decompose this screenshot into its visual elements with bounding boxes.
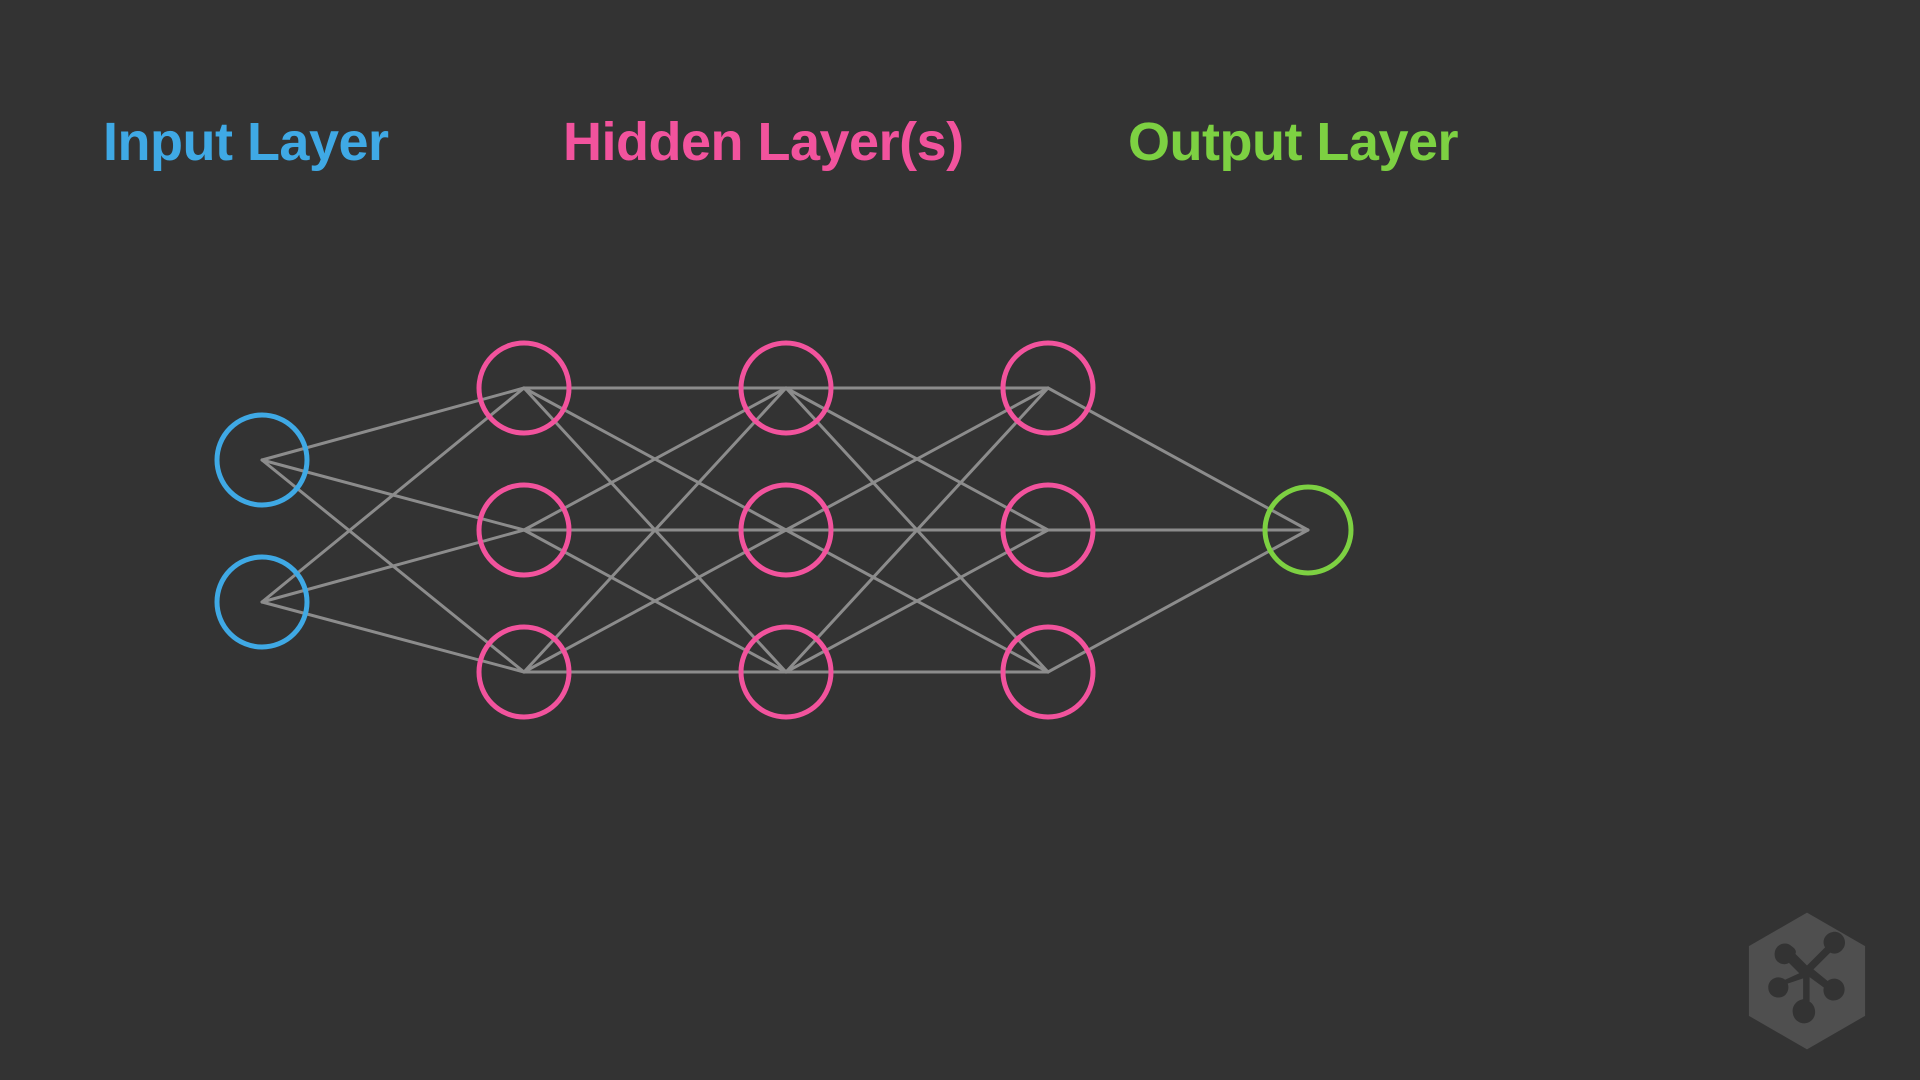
layer-label-output: Output Layer	[1128, 112, 1459, 172]
network-edge	[784, 528, 1050, 674]
network-node-h1_3	[476, 624, 572, 720]
network-node-h2_1	[738, 340, 834, 436]
layer-label-hidden: Hidden Layer(s)	[563, 112, 964, 172]
network-node-o1	[1262, 484, 1354, 576]
network-edge	[522, 386, 788, 674]
network-edge	[1046, 386, 1310, 532]
network-node-h3_2	[1000, 482, 1096, 578]
network-edge	[784, 386, 1050, 532]
network-node-h1_1	[476, 340, 572, 436]
network-edge	[1046, 528, 1310, 674]
network-node-h3_3	[1000, 624, 1096, 720]
network-node-h3_1	[1000, 340, 1096, 436]
network-node-i1	[214, 412, 310, 508]
network-node-i2	[214, 554, 310, 650]
network-edge	[260, 386, 526, 604]
network-edge	[522, 528, 788, 674]
network-edge	[522, 386, 788, 532]
network-node-h1_2	[476, 482, 572, 578]
network-edge	[784, 386, 1050, 674]
network-edge	[260, 386, 526, 462]
network-node-h2_2	[738, 482, 834, 578]
layer-label-input: Input Layer	[103, 112, 389, 172]
network-node-h2_3	[738, 624, 834, 720]
network-edge	[260, 528, 526, 604]
nodes-group	[214, 340, 1354, 720]
network-edge	[260, 600, 526, 674]
